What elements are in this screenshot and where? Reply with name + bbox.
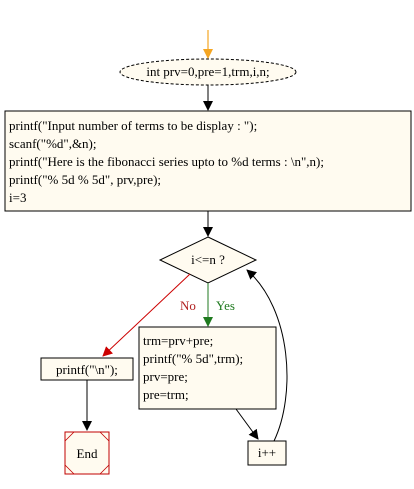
loop-back-arrow (246, 269, 288, 442)
yes-label: Yes (216, 298, 235, 313)
increment-box: i++ (247, 440, 287, 466)
no-label: No (180, 298, 196, 313)
no-branch-arrow (102, 273, 191, 357)
init-line-4: printf("% 5d % 5d", prv,pre); (9, 172, 161, 187)
decision-node: i<=n ? (158, 236, 258, 284)
init-line-3: printf("Here is the fibonacci series upt… (9, 154, 324, 169)
newline-print-text: printf("\n"); (56, 362, 118, 377)
start-node: int prv=0,pre=1,trm,i,n; (119, 58, 297, 86)
body-line-1: trm=prv+pre; (143, 333, 213, 348)
body-line-2: printf("% 5d",trm); (143, 351, 243, 366)
init-process-box: printf("Input number of terms to be disp… (4, 110, 412, 212)
body-line-3: prv=pre; (143, 369, 188, 384)
init-line-1: printf("Input number of terms to be disp… (9, 118, 257, 133)
init-line-5: i=3 (9, 190, 26, 205)
increment-text: i++ (258, 445, 276, 460)
init-line-2: scanf("%d",&n); (9, 136, 97, 151)
loop-body-box: trm=prv+pre; printf("% 5d",trm); prv=pre… (138, 326, 277, 410)
decision-text: i<=n ? (191, 252, 225, 267)
flow-arrow-body-increment (235, 408, 259, 440)
end-text: End (77, 446, 98, 461)
end-node: End (64, 431, 110, 475)
start-node-text: int prv=0,pre=1,trm,i,n; (146, 64, 269, 79)
newline-print-box: printf("\n"); (40, 357, 134, 381)
body-line-4: pre=trm; (143, 387, 189, 402)
